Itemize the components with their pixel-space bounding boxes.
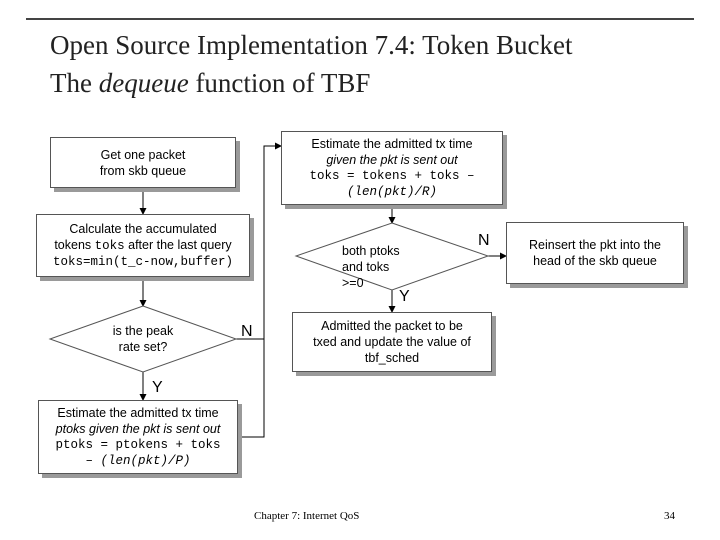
both-line3: >=0 bbox=[342, 276, 364, 290]
est-toks-line4: (len(pkt)/R) bbox=[346, 185, 437, 199]
get-packet-box: Get one packet from skb queue bbox=[50, 137, 236, 188]
calc-line2-a: tokens bbox=[54, 238, 95, 252]
title-prefix: The bbox=[50, 68, 99, 98]
admitted-box: Admitted the packet to be txed and updat… bbox=[292, 312, 492, 372]
get-packet-line2: from skb queue bbox=[99, 163, 187, 178]
admitted-line3: tbf_sched bbox=[364, 351, 420, 365]
title-function-name: dequeue bbox=[98, 68, 189, 98]
reinsert-line1: Reinsert the pkt into the bbox=[528, 238, 662, 252]
calc-line2-b: after the last query bbox=[124, 238, 232, 252]
est-ptoks-line1: Estimate the admitted tx time bbox=[57, 406, 219, 420]
footer-chapter: Chapter 7: Internet QoS bbox=[254, 510, 360, 522]
calc-line3: toks=min(t_c-now,buffer) bbox=[52, 255, 234, 269]
reinsert-box: Reinsert the pkt into the head of the sk… bbox=[506, 222, 684, 284]
peak-yes-label: Y bbox=[152, 379, 163, 396]
peak-line2: rate set? bbox=[118, 340, 168, 354]
peak-line1: is the peak bbox=[112, 324, 174, 338]
slide-title-line2: The dequeue function of TBF bbox=[50, 68, 370, 99]
get-packet-line1: Get one packet bbox=[100, 147, 186, 162]
reinsert-line2: head of the skb queue bbox=[533, 254, 657, 268]
calc-line2: tokens toks after the last query bbox=[54, 237, 231, 254]
title-suffix: function of TBF bbox=[188, 68, 371, 98]
arrow-peak-no bbox=[236, 142, 282, 340]
peak-diamond-shape bbox=[48, 305, 238, 373]
page-number: 34 bbox=[664, 510, 675, 522]
est-ptoks-line4: – (len(pkt)/P) bbox=[85, 454, 191, 468]
both-line1: both ptoks bbox=[342, 244, 400, 258]
est-ptoks-line2: ptoks given the pkt is sent out bbox=[55, 422, 221, 436]
est-toks-line2: given the pkt is sent out bbox=[326, 153, 458, 167]
peak-no-label: N bbox=[241, 323, 253, 340]
est-ptoks-line3: ptoks = ptokens + toks bbox=[55, 438, 221, 452]
slide-title-line1: Open Source Implementation 7.4: Token Bu… bbox=[50, 30, 573, 60]
both-no-label: N bbox=[478, 232, 490, 249]
calc-box: Calculate the accumulated tokens toks af… bbox=[36, 214, 250, 277]
both-yes-label: Y bbox=[399, 288, 410, 305]
calc-line1: Calculate the accumulated bbox=[69, 222, 217, 236]
est-ptoks-box: Estimate the admitted tx time ptoks give… bbox=[38, 400, 238, 474]
both-diamond-text: both ptoks and toks >=0 bbox=[342, 243, 414, 291]
arrow-ptoks-up bbox=[238, 339, 265, 438]
title-rule bbox=[26, 18, 694, 20]
peak-diamond-text: is the peak rate set? bbox=[93, 323, 193, 355]
admitted-line2: txed and update the value of bbox=[313, 335, 471, 349]
both-line2: and toks bbox=[342, 260, 390, 274]
est-toks-line3: toks = tokens + toks – bbox=[309, 169, 475, 183]
both-diamond-shape bbox=[294, 222, 490, 291]
est-toks-box: Estimate the admitted tx time given the … bbox=[281, 131, 503, 205]
calc-line2-code: toks bbox=[94, 239, 125, 253]
est-toks-line1: Estimate the admitted tx time bbox=[311, 137, 473, 151]
admitted-line1: Admitted the packet to be bbox=[321, 319, 463, 333]
